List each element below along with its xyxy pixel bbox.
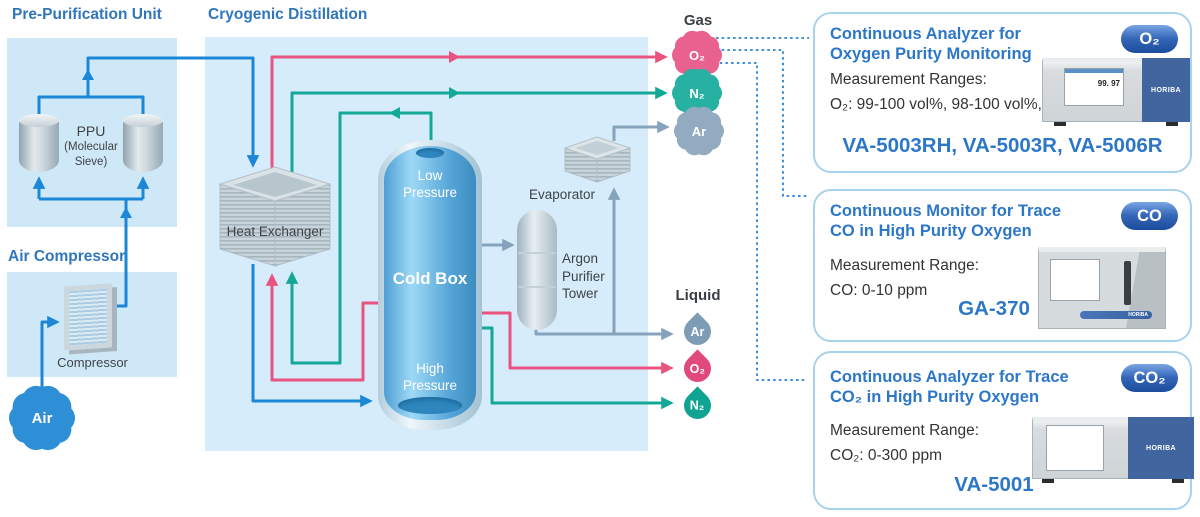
air-cloud-icon: Air (22, 398, 62, 438)
analyzer-card-co2: Continuous Analyzer for Trace CO₂ in Hig… (813, 351, 1194, 510)
liquid-ar-droplet: Ar (677, 311, 717, 351)
cold-box-label: Cold Box (392, 269, 468, 288)
flow-hx-to-coldbox (251, 264, 373, 408)
argon-tower-label: Argon Purifier Tower (562, 251, 605, 302)
product-image-ga370: HORIBA (1038, 247, 1166, 329)
card2-range-label: Measurement Range: (830, 257, 980, 274)
flow-coldbox-o2-to-hx (265, 273, 383, 382)
ppu-sublabel: (Molecular Sieve) (64, 141, 118, 168)
flow-air-to-compressor (40, 315, 60, 393)
mid-arrow-up-feed (120, 207, 132, 218)
heat-exchanger-label: Heat Exchanger (226, 224, 324, 239)
gas-n2-label: N₂ (689, 85, 705, 101)
cold-box: Low Pressure Cold Box High Pressure (378, 140, 482, 430)
horiba-logo-small: HORIBA (1128, 312, 1148, 318)
liquid-o2-label: O₂ (689, 361, 705, 375)
air-cloud-label: Air (31, 409, 53, 427)
liquid-n2-droplet: N₂ (677, 385, 717, 425)
connector-o2-to-card2 (716, 49, 809, 197)
compressor-icon (64, 283, 112, 351)
flow-o2-gas-out (270, 50, 668, 170)
evaporator (563, 136, 632, 183)
horiba-logo: HORIBA (1150, 86, 1181, 94)
card3-title: Continuous Analyzer for Trace CO₂ in Hig… (830, 368, 1069, 407)
low-pressure-label: Low Pressure (402, 168, 458, 200)
gas-o2-label: O₂ (689, 47, 705, 63)
analyzer-display-value: 99. 97 (1097, 79, 1120, 88)
pre-purification-title: Pre-Purification Unit (12, 6, 162, 23)
connector-o2-to-card3 (714, 62, 807, 381)
product-image-va5003: HORIBA 99. 97 (1042, 58, 1190, 126)
flow-evaporator-to-gas-ar (612, 120, 670, 141)
cold-box-neck (416, 148, 444, 158)
gas-o2-badge: O₂ (680, 38, 714, 72)
ppu-cylinder-right (123, 114, 163, 172)
card3-range-label: Measurement Range: (830, 422, 980, 439)
card2-co-badge: CO (1121, 202, 1178, 230)
card3-models: VA-5001 (954, 473, 1034, 496)
product-image-va5001: HORIBA (1032, 417, 1194, 483)
mid-arrow-o2-right (449, 51, 460, 63)
flow-lp-top-to-hx (285, 111, 433, 365)
flow-tower-to-liquid-ar (534, 325, 674, 341)
flow-cylinders-to-header (37, 95, 145, 117)
liquid-ar-label: Ar (690, 324, 704, 338)
card1-range-label: Measurement Ranges: (830, 71, 987, 88)
card1-range-value: O₂: 99-100 vol%, 98-100 vol%, (830, 96, 1042, 113)
analyzer-card-co: Continuous Monitor for Trace CO in High … (813, 189, 1192, 342)
heat-exchanger (218, 166, 332, 267)
card3-co2-badge: CO₂ (1121, 364, 1178, 392)
ppu-label: PPU (76, 123, 106, 139)
gas-ar-badge: Ar (682, 114, 716, 148)
flow-compressor-to-ppu (39, 197, 143, 308)
gas-outputs-label: Gas (683, 12, 713, 29)
evaporator-label: Evaporator (528, 187, 596, 202)
card2-range-value: CO: 0-10 ppm (830, 282, 928, 299)
air-compressor-title: Air Compressor (8, 248, 126, 265)
card1-title: Continuous Analyzer for Oxygen Purity Mo… (830, 25, 1032, 64)
compressor-label: Compressor (57, 355, 128, 370)
argon-purifier-tower (517, 210, 557, 330)
card3-range-value: CO₂: 0-300 ppm (830, 447, 942, 464)
cold-box-column: Low Pressure Cold Box High Pressure (384, 146, 476, 420)
mid-arrow-up-ppu (82, 69, 94, 80)
cryogenic-title: Cryogenic Distillation (208, 6, 368, 23)
flow-n2-gas-out (290, 86, 668, 172)
liquid-o2-droplet: O₂ (677, 348, 717, 388)
analyzer-card-o2: Continuous Analyzer for Oxygen Purity Mo… (813, 12, 1192, 173)
card2-title: Continuous Monitor for Trace CO in High … (830, 202, 1061, 241)
card1-models: VA-5003RH, VA-5003R, VA-5006R (842, 134, 1163, 157)
flow-n2-liquid-out (478, 326, 674, 410)
card2-models: GA-370 (958, 297, 1030, 320)
liquid-n2-label: N₂ (689, 398, 705, 412)
ppu-cylinder-left (19, 114, 59, 172)
mid-arrow-return-left (389, 107, 400, 119)
gas-n2-badge: N₂ (680, 76, 714, 110)
flow-o2-liquid-out (478, 311, 674, 375)
card1-o2-badge: O₂ (1121, 25, 1178, 53)
cold-box-bottom (398, 397, 462, 414)
high-pressure-label: High Pressure (402, 361, 458, 393)
liquid-outputs-label: Liquid (675, 287, 721, 304)
horiba-logo: HORIBA (1145, 444, 1176, 452)
gas-ar-label: Ar (691, 123, 707, 139)
mid-arrow-n2-right (449, 87, 460, 99)
